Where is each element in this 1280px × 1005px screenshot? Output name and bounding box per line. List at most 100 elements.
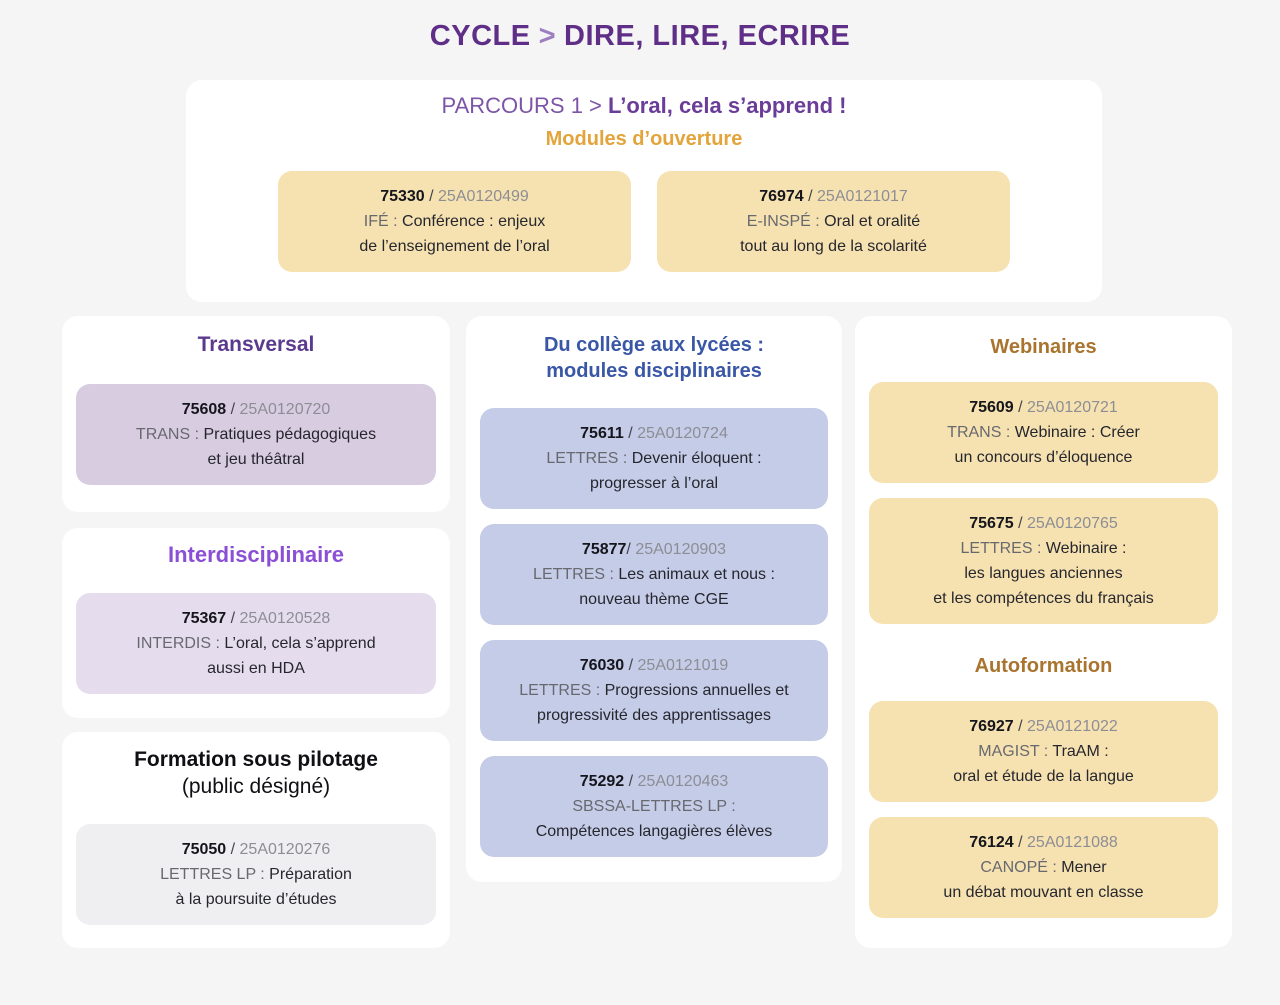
- module-text-segment: /: [624, 657, 638, 674]
- module-text-segment: 76927: [969, 718, 1014, 735]
- module-text-segment: les langues anciennes: [964, 565, 1123, 582]
- module-text-segment: 25A0120903: [635, 541, 727, 558]
- module-text-segment: un concours d’éloquence: [954, 449, 1133, 466]
- module-text-segment: LETTRES LP :: [160, 866, 270, 883]
- module-text-segment: 25A0120724: [637, 425, 728, 442]
- module-text-line: CANOPÉ : Mener: [879, 855, 1208, 880]
- module-text-segment: TraAM :: [1052, 743, 1109, 760]
- module-text-line: 75675 / 25A0120765: [879, 511, 1208, 536]
- module-text-segment: 25A0120720: [239, 401, 331, 418]
- module-text-line: MAGIST : TraAM :: [879, 739, 1208, 764]
- parcours-heading-prefix: PARCOURS 1 >: [441, 93, 609, 118]
- module-text-segment: SBSSA-LETTRES LP :: [572, 798, 736, 815]
- module-text-segment: 76124: [969, 834, 1014, 851]
- module-text-segment: 75608: [181, 401, 227, 418]
- module-text-segment: 75675: [969, 515, 1014, 532]
- module-text-segment: /: [1013, 515, 1028, 532]
- module-text-segment: /: [626, 541, 636, 558]
- module-text-segment: progresser à l’oral: [589, 475, 719, 492]
- module-text-segment: un débat mouvant en classe: [943, 884, 1144, 901]
- module-text-segment: CANOPÉ :: [980, 859, 1062, 876]
- module-text-line: 75330 / 25A0120499: [288, 184, 621, 209]
- module-text-segment: progressivité des apprentissages: [537, 707, 771, 724]
- page-title-cycle: CYCLE: [429, 20, 531, 52]
- module-text-line: LETTRES : Les animaux et nous :: [490, 562, 818, 587]
- module-text-line: TRANS : Pratiques pédagogiques: [86, 422, 426, 447]
- module-text-line: et jeu théâtral: [86, 447, 426, 472]
- module-text-line: INTERDIS : L’oral, cela s’apprend: [86, 631, 426, 656]
- autoformation-heading: Autoformation: [974, 655, 1113, 677]
- webinaires-heading: Webinaires: [990, 336, 1097, 358]
- module-text-line: LETTRES : Devenir éloquent :: [490, 446, 818, 471]
- module-text-segment: 25A0120276: [239, 841, 331, 858]
- module-text-segment: /: [803, 188, 818, 205]
- module-text-segment: LETTRES :: [519, 682, 605, 699]
- module-text-segment: MAGIST :: [978, 743, 1053, 760]
- page-title-theme: DIRE, LIRE, ECRIRE: [564, 20, 851, 52]
- module-text-line: 75877/ 25A0120903: [490, 537, 818, 562]
- parcours-heading: PARCOURS 1 > L’oral, cela s’apprend !: [186, 80, 1102, 119]
- module-text-segment: Les animaux et nous :: [618, 566, 775, 583]
- module-text-segment: de l’enseignement de l’oral: [359, 238, 550, 255]
- module-text-segment: Progressions annuelles et: [604, 682, 789, 699]
- module-text-line: 75367 / 25A0120528: [86, 606, 426, 631]
- module-text-segment: /: [623, 425, 638, 442]
- module-text-line: les langues anciennes: [879, 561, 1208, 586]
- module-text-line: 75292 / 25A0120463: [490, 769, 818, 794]
- module-text-segment: /: [226, 841, 240, 858]
- module-text-segment: 75292: [579, 773, 625, 790]
- module-text-line: LETTRES : Progressions annuelles et: [490, 678, 818, 703]
- module-text-line: tout au long de la scolarité: [667, 234, 1000, 259]
- module-text-line: 76974 / 25A0121017: [667, 184, 1000, 209]
- module-text-segment: LETTRES :: [546, 450, 632, 467]
- module-text-line: progresser à l’oral: [490, 471, 818, 496]
- module-text-segment: 75609: [969, 399, 1014, 416]
- module-text-segment: /: [1013, 399, 1028, 416]
- module-text-line: SBSSA-LETTRES LP :: [490, 794, 818, 819]
- pilotage-heading: Formation sous pilotage (public désigné): [62, 732, 450, 800]
- modules-ouverture-heading: Modules d’ouverture: [545, 128, 743, 150]
- module-text-line: un concours d’éloquence: [879, 445, 1208, 470]
- module-text-line: de l’enseignement de l’oral: [288, 234, 621, 259]
- module-text-line: 75609 / 25A0120721: [879, 395, 1208, 420]
- module-text-segment: Oral et oralité: [824, 213, 921, 230]
- module-text-segment: 75330: [380, 188, 425, 205]
- module-text-segment: 75367: [181, 610, 227, 627]
- module-text-line: aussi en HDA: [86, 656, 426, 681]
- parcours-heading-title: L’oral, cela s’apprend !: [608, 93, 847, 118]
- module-text-segment: nouveau thème CGE: [579, 591, 729, 608]
- module-text-segment: /: [226, 401, 240, 418]
- module-text-segment: E-INSPÉ :: [746, 213, 825, 230]
- module-text-line: nouveau thème CGE: [490, 587, 818, 612]
- module-text-line: 75611 / 25A0120724: [490, 421, 818, 446]
- pilotage-heading-main: Formation sous pilotage: [134, 748, 378, 771]
- chevron-separator: >: [538, 20, 557, 52]
- disciplinaires-heading-line2: modules disciplinaires: [546, 360, 762, 382]
- module-text-segment: 76974: [759, 188, 804, 205]
- module-text-segment: TRANS :: [135, 426, 204, 443]
- disciplinaires-heading: Du collège aux lycées : modules discipli…: [466, 316, 842, 384]
- module-text-segment: Conférence : enjeux: [402, 213, 546, 230]
- module-text-line: IFÉ : Conférence : enjeux: [288, 209, 621, 234]
- pilotage-heading-subtitle: (public désigné): [181, 775, 331, 798]
- module-text-segment: 25A0120765: [1027, 515, 1118, 532]
- module-text-segment: /: [1013, 834, 1028, 851]
- transversal-heading: Transversal: [197, 333, 315, 356]
- module-text-segment: Mener: [1061, 859, 1107, 876]
- module-text-segment: 25A0121019: [637, 657, 729, 674]
- disciplinaires-card: Du collège aux lycées : modules discipli…: [466, 316, 842, 882]
- module-text-line: à la poursuite d’études: [86, 887, 426, 912]
- module-text-segment: tout au long de la scolarité: [740, 238, 927, 255]
- module-text-line: LETTRES : Webinaire :: [879, 536, 1208, 561]
- module-text-segment: 76030: [579, 657, 625, 674]
- module-text-segment: LETTRES :: [960, 540, 1046, 557]
- module-text-segment: et les compétences du français: [933, 590, 1154, 607]
